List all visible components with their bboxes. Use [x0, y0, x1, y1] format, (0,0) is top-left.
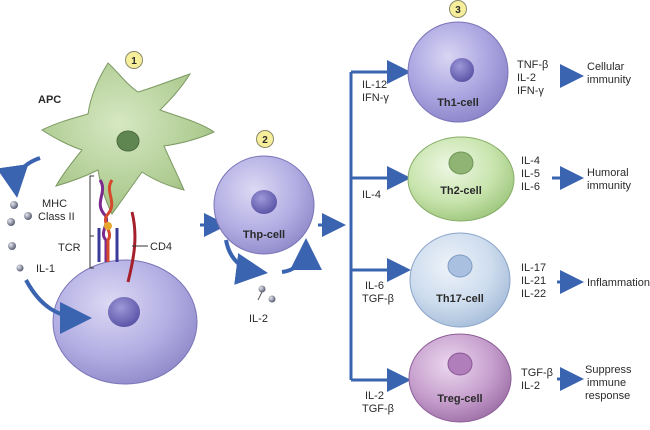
step-number: 1	[131, 56, 137, 67]
th2-nucleus	[448, 151, 474, 175]
treg-input: IL-2	[365, 390, 384, 402]
branch-th17: IL-6 TGF-β Th17-cell IL-17 IL-21 IL-22 I…	[351, 232, 650, 328]
treg-secretion: TGF-β	[521, 367, 553, 379]
th2-label: Th2-cell	[440, 185, 482, 197]
step-badge-2: 2	[256, 130, 274, 148]
th1-nucleus	[450, 58, 474, 82]
branch-th1: IL-12 IFN-γ Th1-cell TNF-β IL-2 IFN-γ Ce…	[351, 21, 632, 123]
il2-label: IL-2	[249, 313, 268, 325]
treg-nucleus	[447, 352, 473, 376]
mhc-class-label: Class II	[38, 211, 75, 223]
apc-release-arrow	[0, 156, 41, 198]
mhc-label: MHC	[42, 198, 67, 210]
step-number: 3	[455, 5, 461, 16]
th17-secretion: IL-22	[521, 288, 546, 300]
th17-input: IL-6	[365, 280, 384, 292]
cd4-molecule	[126, 211, 137, 283]
treg-outcome: Suppress	[585, 364, 632, 376]
bracket	[89, 175, 94, 269]
th2-secretion: IL-6	[521, 181, 540, 193]
cd4-label: CD4	[150, 241, 172, 253]
il2-feedback-arrow	[281, 238, 322, 274]
thp-nucleus	[251, 190, 277, 214]
th1-input: IFN-γ	[362, 92, 389, 104]
il1-label: IL-1	[36, 263, 55, 275]
t-helper-cell	[52, 259, 198, 385]
il2-particles	[257, 285, 276, 303]
th17-label: Th17-cell	[436, 293, 484, 305]
branch-treg: IL-2 TGF-β Treg-cell TGF-β IL-2 Suppress…	[351, 333, 632, 423]
treg-label: Treg-cell	[437, 393, 482, 405]
th17-outcome: Inflammation	[587, 277, 650, 289]
th2-secretion: IL-4	[521, 155, 540, 167]
mhc-tcr-complex	[97, 179, 137, 283]
th1-label: Th1-cell	[437, 97, 479, 109]
il2-secretion-arrow	[224, 239, 268, 285]
th1-input: IL-12	[362, 79, 387, 91]
th17-nucleus	[447, 254, 473, 278]
apc-cell	[41, 62, 216, 215]
treg-cell	[408, 333, 512, 423]
th1-secretion: TNF-β	[517, 59, 548, 71]
thp-label: Thp-cell	[243, 229, 285, 241]
treg-outcome: response	[585, 390, 630, 402]
th17-secretion: IL-21	[521, 275, 546, 287]
il1-particles	[7, 201, 32, 272]
treg-outcome: immune	[587, 377, 626, 389]
th17-cell	[409, 232, 511, 328]
th2-secretion: IL-5	[521, 168, 540, 180]
th17-secretion: IL-17	[521, 262, 546, 274]
th2-outcome: Humoral	[587, 167, 629, 179]
step-badge-1: 1	[125, 51, 143, 69]
treg-input: TGF-β	[362, 403, 394, 415]
th1-outcome: Cellular	[587, 61, 625, 73]
apc-label: APC	[38, 94, 61, 106]
step-number: 2	[262, 135, 268, 146]
tcr-label: TCR	[58, 242, 81, 254]
th2-outcome: immunity	[587, 180, 632, 192]
step-badge-3: 3	[449, 0, 467, 18]
treg-secretion: IL-2	[521, 380, 540, 392]
th2-input: IL-4	[362, 189, 381, 201]
apc-nucleus	[116, 130, 140, 152]
il1-arrow	[24, 279, 92, 334]
branch-th2: IL-4 Th2-cell IL-4 IL-5 IL-6 Humoral imm…	[351, 136, 632, 222]
th1-secretion: IL-2	[517, 72, 536, 84]
th2-cell	[407, 136, 515, 222]
t-cell-nucleus	[108, 297, 140, 327]
th17-input: TGF-β	[362, 293, 394, 305]
th1-outcome: immunity	[587, 74, 632, 86]
th1-secretion: IFN-γ	[517, 85, 544, 97]
